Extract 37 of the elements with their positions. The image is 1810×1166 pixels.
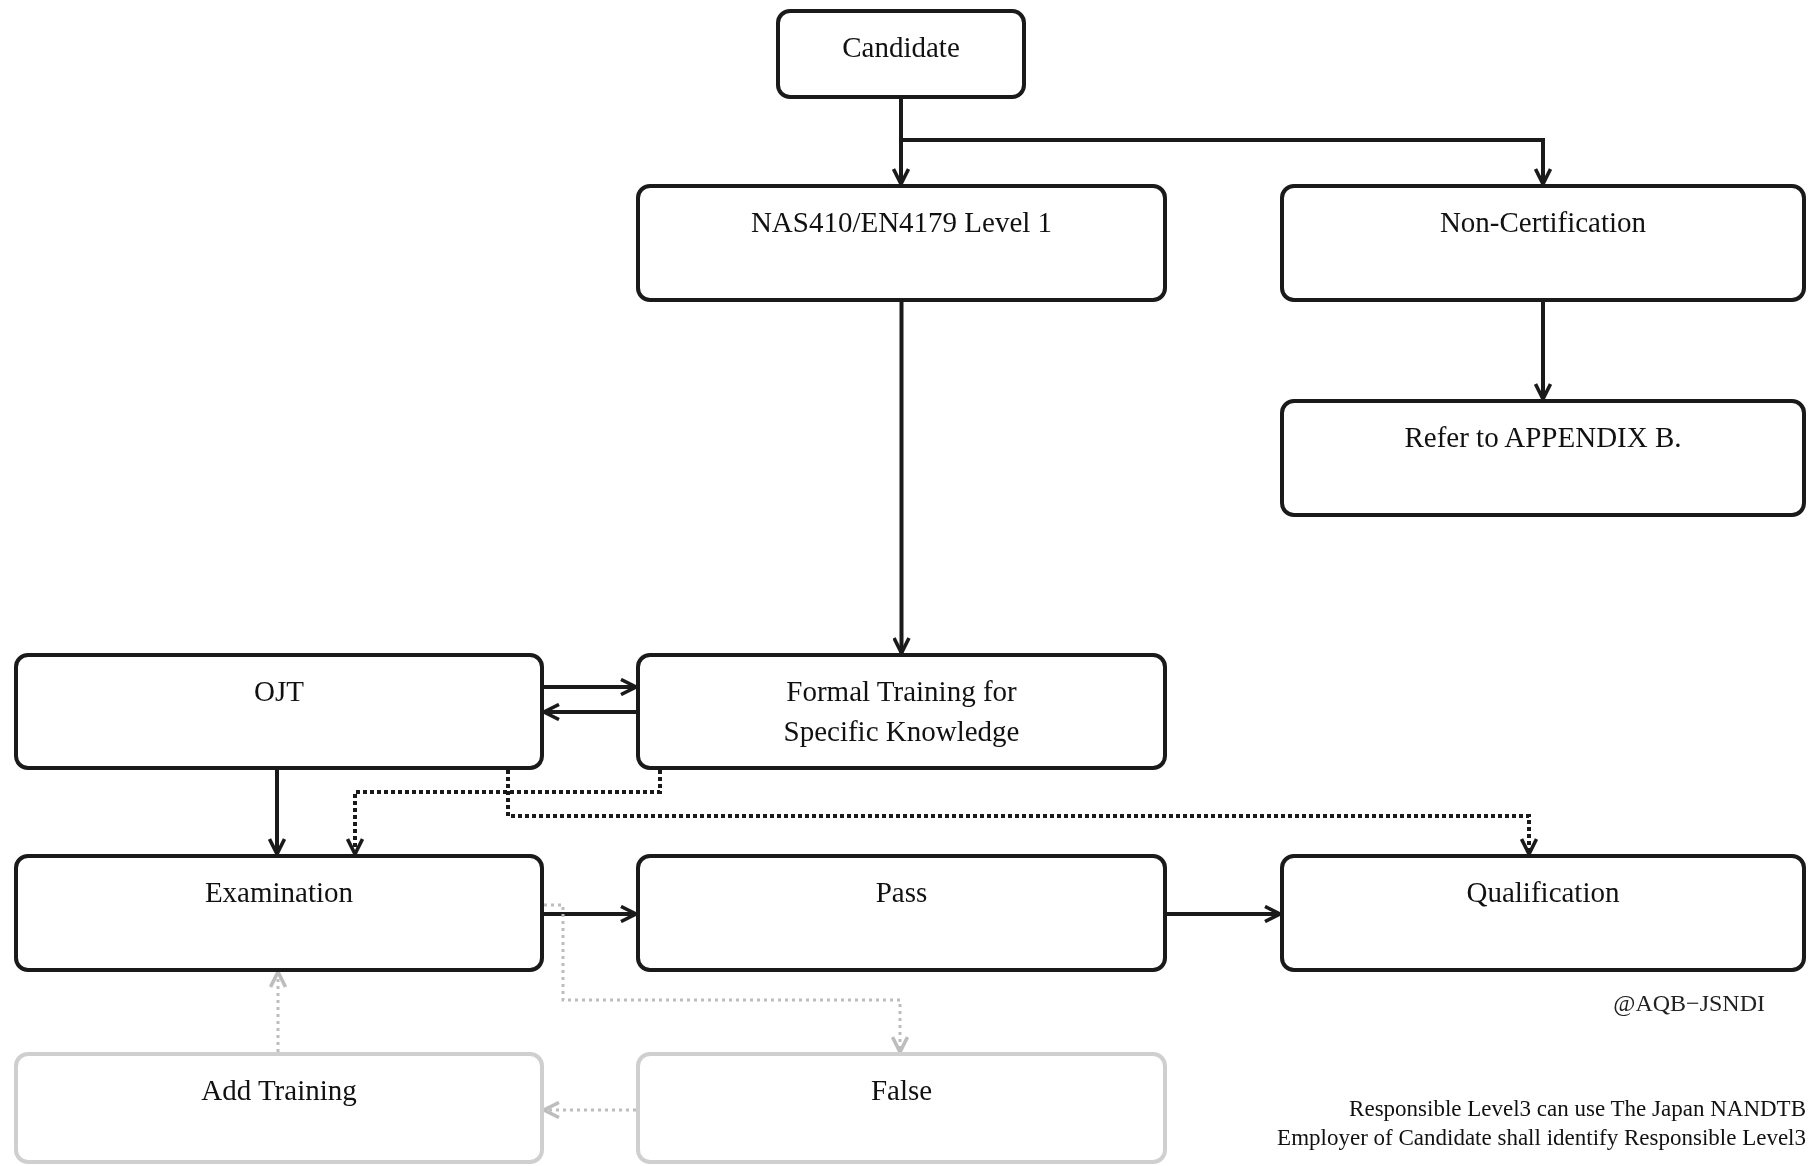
process-box xyxy=(14,1052,544,1164)
arrow xyxy=(542,702,636,722)
note-text: Employer of Candidate shall identify Responsible Level3 xyxy=(1277,1124,1806,1152)
note-text: Responsible Level3 can use The Japan NANDTB xyxy=(1349,1095,1806,1123)
process-box xyxy=(636,184,1167,302)
process-box xyxy=(636,1052,1167,1164)
process-box xyxy=(636,854,1167,972)
box-label: Pass xyxy=(874,875,929,910)
arrow xyxy=(267,770,287,856)
box-label: Non-Certification xyxy=(1438,205,1648,240)
arrow xyxy=(1533,302,1553,401)
box-label: Refer to APPENDIX B. xyxy=(1403,420,1683,455)
process-box xyxy=(1280,184,1806,302)
arrow xyxy=(544,677,638,697)
process-box xyxy=(1280,399,1806,517)
box-label: Formal Training for Specific Knowledge xyxy=(782,674,1021,749)
process-box xyxy=(776,9,1026,99)
arrow xyxy=(268,970,288,1052)
box-label: OJT xyxy=(253,674,305,709)
copyright-note: @AQB−JSNDI xyxy=(1613,989,1765,1018)
arrow xyxy=(506,770,1539,856)
box-label: NAS410/EN4179 Level 1 xyxy=(749,205,1054,240)
box-label: Examination xyxy=(203,875,355,910)
process-box xyxy=(14,854,544,972)
box-label: Add Training xyxy=(200,1073,358,1108)
box-label: Qualification xyxy=(1465,875,1621,910)
box-label: Candidate xyxy=(841,30,961,65)
arrow xyxy=(544,904,638,924)
arrow xyxy=(1167,904,1282,924)
arrow xyxy=(544,903,910,1054)
arrow xyxy=(542,1100,636,1120)
arrow xyxy=(892,302,911,655)
process-box xyxy=(14,653,544,770)
arrow xyxy=(345,770,662,856)
process-box xyxy=(1280,854,1806,972)
process-box xyxy=(636,653,1167,770)
box-label: False xyxy=(869,1073,934,1108)
